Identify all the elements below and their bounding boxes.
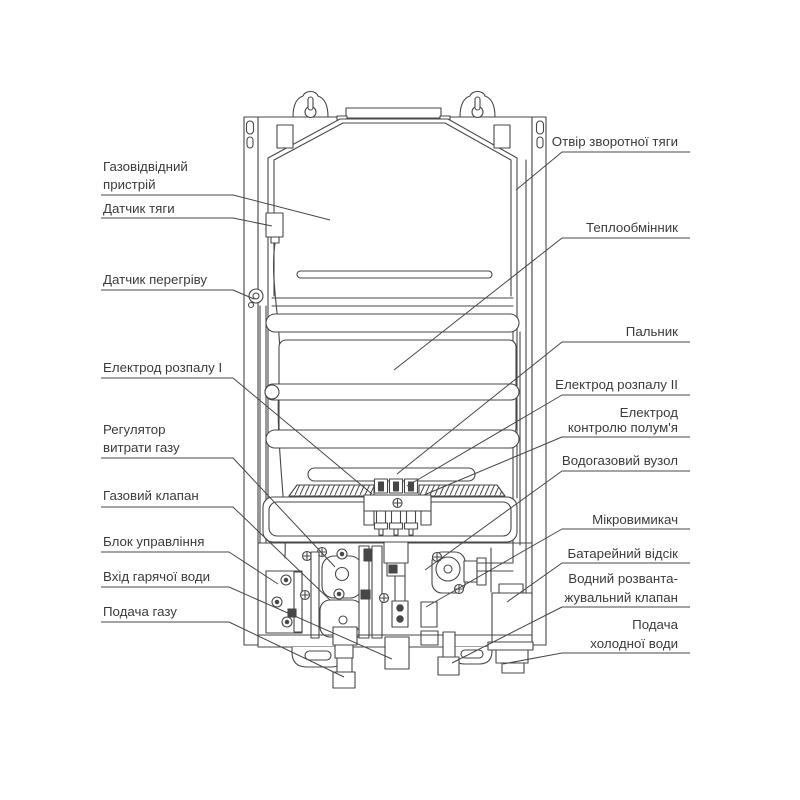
label-text: Газовий клапан: [103, 488, 199, 503]
label-text: Електрод розпалу I: [103, 360, 222, 375]
gas-valve-shape: [310, 548, 363, 639]
wall-rail-right: [531, 116, 547, 646]
heat-exchanger: [259, 297, 521, 563]
leader-reverse-draft-opening: [515, 151, 690, 191]
label-text: Блок управління: [103, 534, 204, 549]
label-ignition-electrode-2: Електрод розпалу II: [555, 377, 678, 392]
label-text: Водогазовий вузол: [562, 453, 678, 468]
label-battery-compartment: Батарейний відсік: [568, 546, 679, 561]
gas-inlet-pipe: [332, 626, 358, 689]
label-text: холодної води: [590, 636, 678, 651]
mounting-keyhole-left: [292, 90, 329, 119]
label-text: Електрод: [620, 405, 679, 420]
labels-right: Отвір зворотної тяги Теплообмінник Пальн…: [552, 134, 679, 651]
label-burner: Пальник: [626, 324, 678, 339]
label-microswitch: Мікровимикач: [592, 512, 678, 527]
ignition-electrode-2-shape: [403, 478, 419, 536]
leader-hot-water-inlet: [101, 586, 393, 660]
label-text: Датчик тяги: [103, 201, 175, 216]
pipe-run-middle: [264, 383, 520, 401]
label-text: Мікровимикач: [592, 512, 678, 527]
leader-gas-outlet-device: [101, 194, 331, 221]
relief-valve-shape: [437, 631, 460, 676]
label-text: Подача: [632, 617, 678, 632]
label-text: пристрій: [103, 177, 156, 192]
ignition-electrode-1-shape: [373, 478, 389, 536]
pipe-bend: [264, 384, 280, 400]
label-text: Датчик перегріву: [103, 272, 207, 287]
label-text: Отвір зворотної тяги: [552, 134, 678, 149]
leader-water-gas-unit: [424, 470, 690, 571]
leader-cold-water-supply: [502, 652, 690, 665]
label-text: Вхід гарячої води: [103, 569, 210, 584]
label-text: Батарейний відсік: [568, 546, 679, 561]
control-unit-shape: [265, 570, 303, 634]
label-water-relief-valve: Водний розванта- жувальний клапан: [564, 571, 678, 605]
overheat-sensor: [247, 288, 264, 309]
label-reverse-draft-opening: Отвір зворотної тяги: [552, 134, 678, 149]
label-draft-sensor: Датчик тяги: [103, 201, 175, 216]
label-text: жувальний клапан: [564, 590, 678, 605]
label-text: Водний розванта-: [568, 571, 678, 586]
leader-gas-supply: [101, 621, 345, 678]
label-text: Теплообмінник: [586, 220, 678, 235]
mounting-keyhole-right: [459, 90, 496, 119]
label-cold-water-supply: Подача холодної води: [590, 617, 678, 651]
leader-draft-sensor: [101, 217, 273, 227]
hot-water-pipe: [384, 636, 410, 670]
wall-rail-left: [243, 116, 259, 646]
label-ignition-electrode-1: Електрод розпалу I: [103, 360, 222, 375]
leader-heat-exchanger: [393, 237, 690, 371]
label-hot-water-inlet: Вхід гарячої води: [103, 569, 210, 584]
label-text: Газовідвідний: [103, 159, 188, 174]
leader-gas-flow-regulator: [101, 457, 336, 568]
leader-water-relief-valve: [451, 606, 690, 664]
cold-water-pipe: [487, 641, 534, 674]
electrode-assembly: [363, 478, 432, 536]
label-gas-valve: Газовий клапан: [103, 488, 199, 503]
flame-ports-left: [288, 484, 375, 497]
leader-ignition-electrode-1: [101, 377, 373, 495]
label-text: Електрод розпалу II: [555, 377, 678, 392]
pipe-run-bottom: [265, 429, 520, 449]
label-control-unit: Блок управління: [103, 534, 204, 549]
label-gas-outlet-device: Газовідвідний пристрій: [103, 159, 188, 192]
label-water-gas-unit: Водогазовий вузол: [562, 453, 678, 468]
manifold-column-shape: [358, 541, 409, 639]
label-text: Регулятор: [103, 422, 166, 437]
label-text: Подача газу: [103, 604, 177, 619]
leader-gas-valve: [101, 506, 331, 601]
label-heat-exchanger: Теплообмінник: [586, 220, 678, 235]
label-text: контролю полум'я: [568, 420, 678, 435]
burner: [262, 467, 518, 543]
leader-control-unit: [101, 551, 279, 585]
water-valve-shape: [431, 551, 514, 595]
leader-microswitch: [425, 528, 690, 608]
leader-ignition-electrode-2: [406, 394, 690, 487]
labels-left: Газовідвідний пристрій Датчик тяги Датчи…: [103, 159, 222, 619]
flame-control-electrode-shape: [388, 478, 404, 536]
microswitch-shape: [420, 601, 439, 646]
battery-compartment-shape: [490, 547, 533, 643]
pipe-run-top: [265, 313, 520, 333]
label-text: витрати газу: [103, 440, 180, 455]
label-flame-control-electrode: Електрод контролю полум'я: [568, 405, 678, 435]
leader-flame-control-electrode: [423, 436, 690, 496]
label-overheat-sensor: Датчик перегріву: [103, 272, 207, 287]
label-gas-supply: Подача газу: [103, 604, 177, 619]
leader-overheat-sensor: [101, 289, 255, 300]
leader-battery-compartment: [506, 562, 690, 603]
leader-burner: [396, 341, 690, 475]
label-gas-flow-regulator: Регулятор витрати газу: [103, 422, 180, 455]
label-text: Пальник: [626, 324, 678, 339]
leader-lines: [101, 151, 690, 678]
flame-ports-right: [418, 484, 506, 497]
